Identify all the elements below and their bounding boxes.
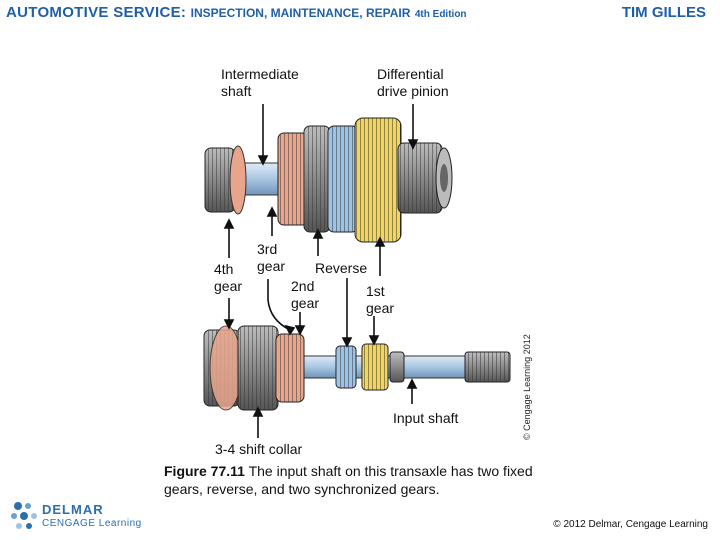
figure-caption-text: The input shaft on this transaxle has tw… [164,463,533,497]
image-credit: © Cengage Learning 2012 [522,334,532,440]
label-intermediate-line2: shaft [221,83,252,99]
label-4th-gear: 4th gear [214,261,242,295]
label-1st-line1: 1st [366,283,385,299]
input-shaft-assembly [203,325,511,411]
label-differential-line2: drive pinion [377,83,449,99]
label-input-shaft: Input shaft [393,410,459,426]
label-intermediate-line1: Intermediate [221,66,299,82]
book-author: TIM GILLES [621,4,706,21]
label-4th-line1: 4th [214,261,234,277]
figure-number: Figure 77.11 [164,463,245,479]
logo-subtext: CENGAGE Learning [42,518,142,529]
label-2nd-line1: 2nd [291,278,315,294]
book-title-main: AUTOMOTIVE SERVICE: [6,4,187,21]
book-title: AUTOMOTIVE SERVICE: INSPECTION, MAINTENA… [6,4,467,22]
label-3rd-gear: 3rd gear [257,241,285,275]
label-differential-drive-pinion: Differential drive pinion [377,66,449,100]
book-edition: 4th Edition [414,9,467,20]
label-reverse: Reverse [315,260,368,276]
label-1st-gear: 1st gear [366,283,394,317]
label-intermediate-shaft: Intermediate shaft [221,66,299,100]
label-2nd-line2: gear [291,295,320,311]
label-2nd-gear: 2nd gear [291,278,319,312]
leader-lines [223,104,419,438]
label-3rd-line1: 3rd [257,241,278,257]
label-3rd-line2: gear [257,258,286,274]
intermediate-shaft-assembly [204,117,453,243]
logo-word: DELMAR [42,502,104,517]
label-shift-collar: 3-4 shift collar [215,441,303,457]
figure-caption: Figure 77.11 The input shaft on this tra… [164,462,564,498]
book-title-sub: INSPECTION, MAINTENANCE, REPAIR [190,6,411,20]
label-1st-line2: gear [366,300,395,316]
delmar-logo-icon [11,502,37,529]
label-4th-line2: gear [214,278,243,294]
copyright: © 2012 Delmar, Cengage Learning [553,519,708,530]
label-differential-line1: Differential [377,66,444,82]
